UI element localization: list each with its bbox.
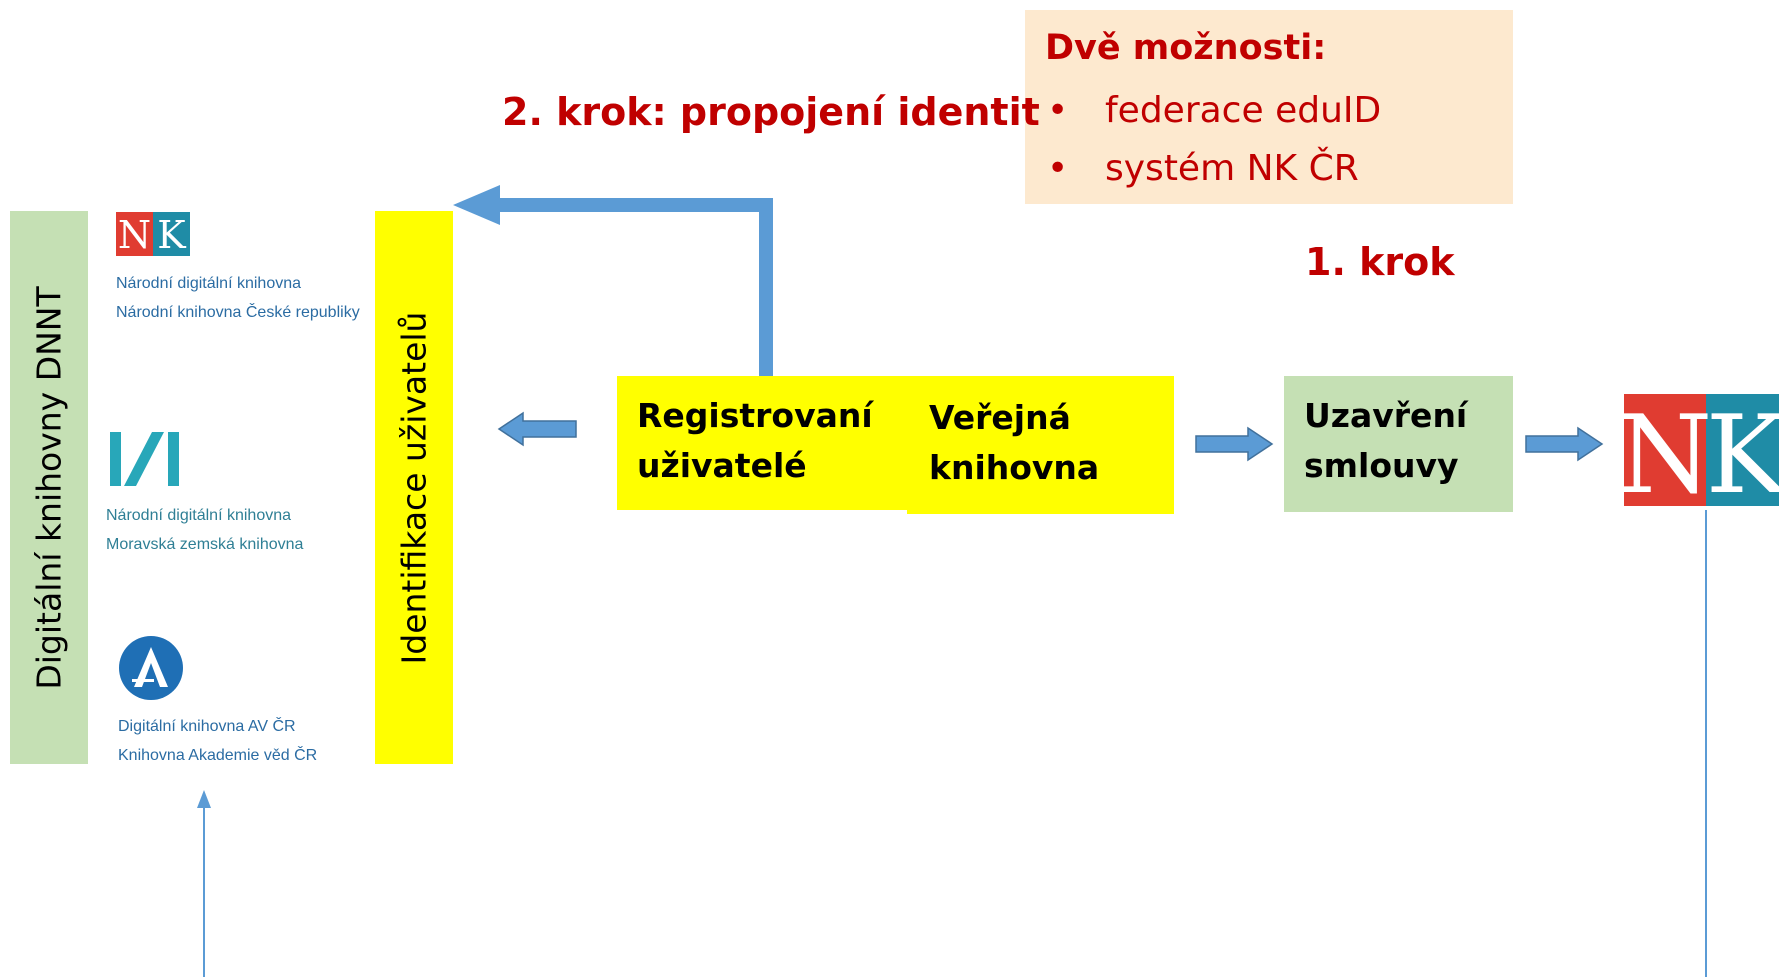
contract-to-nk-arrow: [1525, 426, 1604, 462]
step2-connector-arrow: [495, 198, 773, 376]
library-mzk-line1: Národní digitální knihovna: [106, 507, 292, 524]
library-nk-line2: Národní knihovna České republiky: [116, 304, 360, 321]
public-library-line1: Veřejná: [929, 398, 1071, 437]
contract-line1: Uzavření: [1304, 396, 1468, 435]
registered-users-line1: Registrovaní: [637, 396, 873, 435]
options-list: federace eduID systém NK ČR: [1025, 82, 1381, 198]
library-nk: N K Národní digitální knihovna Národní k…: [116, 212, 360, 327]
library-mzk-line2: Moravská zemská knihovna: [106, 536, 304, 553]
dnnt-libraries-bar: Digitální knihovny DNNT: [10, 211, 88, 764]
nk-large-logo-icon: N K: [1624, 394, 1779, 506]
user-identification-bar: Identifikace uživatelů: [375, 211, 453, 764]
registered-users-box: Registrovaní uživatelé: [617, 376, 914, 510]
step-1-label: 1. krok: [1305, 240, 1455, 284]
contract-box: Uzavření smlouvy: [1284, 376, 1513, 512]
step-2-label: 2. krok: propojení identit: [502, 90, 1040, 134]
option-item: federace eduID: [1025, 82, 1381, 140]
library-nk-line1: Národní digitální knihovna: [116, 275, 302, 292]
identification-arrow: [497, 411, 577, 447]
options-title: Dvě možnosti:: [1045, 28, 1327, 68]
libraries-up-arrowhead: [197, 790, 211, 808]
mzk-logo-icon: [110, 432, 179, 486]
public-library-line2: knihovna: [929, 448, 1100, 487]
public-to-contract-arrow: [1195, 426, 1274, 462]
nk-large-letter-k: K: [1706, 394, 1779, 506]
av-cr-logo-icon: [119, 636, 183, 700]
svg-text:N: N: [118, 213, 151, 256]
library-av-line2: Knihovna Akademie věd ČR: [118, 747, 318, 764]
nk-small-logo-icon: N K: [116, 212, 190, 257]
svg-text:K: K: [157, 213, 186, 256]
library-av-line1: Digitální knihovna AV ČR: [118, 718, 296, 735]
library-mzk: Národní digitální knihovna Moravská zems…: [106, 432, 303, 559]
option-item: systém NK ČR: [1025, 140, 1381, 198]
contract-line2: smlouvy: [1304, 446, 1459, 485]
public-library-box: Veřejná knihovna: [907, 376, 1174, 514]
step2-arrowhead: [453, 185, 500, 225]
options-box: Dvě možnosti: federace eduID systém NK Č…: [1025, 10, 1513, 204]
library-av: Digitální knihovna AV ČR Knihovna Akadem…: [118, 635, 317, 770]
nk-large-letter-n: N: [1624, 394, 1712, 506]
registered-users-line2: uživatelé: [637, 446, 807, 485]
